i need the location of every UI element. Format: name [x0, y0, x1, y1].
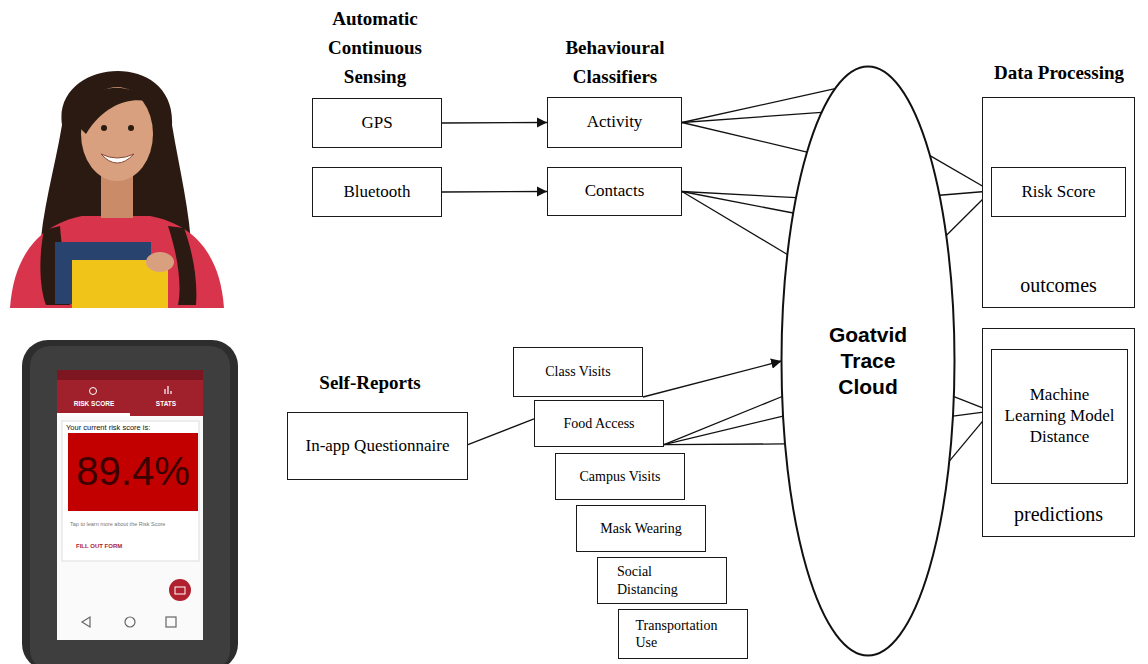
- cloud-ellipse-shape: [782, 67, 955, 656]
- tab-label: RISK SCORE: [58, 399, 130, 408]
- tab-icon: [90, 388, 97, 395]
- classifier-box: Activity: [547, 97, 682, 148]
- column-heading: Data Processing: [970, 58, 1148, 87]
- tab-indicator: [57, 413, 130, 416]
- cloud-ellipse: Goatvid Trace Cloud: [780, 65, 956, 657]
- connector-line: [664, 416, 783, 445]
- column-heading: Automatic Continuous Sensing: [305, 4, 445, 91]
- connector-line: [682, 192, 793, 214]
- shirt: [10, 216, 224, 308]
- connector-line: [664, 443, 785, 445]
- hair-fringe: [80, 88, 154, 134]
- phone-body: [22, 340, 238, 664]
- connector-line: [682, 89, 835, 123]
- process-box: Risk Score: [991, 167, 1126, 217]
- screen-text: Your current risk score is:: [66, 423, 196, 433]
- connector-line: [643, 361, 782, 397]
- nav-back: [82, 617, 90, 627]
- column-heading: Self-Reports: [300, 368, 440, 397]
- fab-icon: [175, 587, 185, 594]
- box-label: Risk Score: [1021, 182, 1095, 203]
- connector-line: [468, 419, 534, 445]
- student-illustration: [10, 71, 224, 308]
- box-label: Mask Wearing: [600, 520, 681, 537]
- app-bar: [57, 380, 203, 416]
- panel-caption: predictions: [983, 502, 1134, 526]
- sensor-box: Bluetooth: [312, 167, 442, 217]
- report-box: Campus Visits: [555, 453, 685, 500]
- panel-caption: outcomes: [983, 273, 1134, 297]
- box-label: Social Distancing: [617, 563, 707, 597]
- outcomes-panel: outcomes Risk Score: [982, 97, 1135, 308]
- score-card: [62, 421, 199, 561]
- nav-recent: [166, 617, 176, 627]
- phone-illustration: [22, 340, 238, 664]
- process-box: Machine Learning Model Distance: [991, 349, 1128, 484]
- screen-hint: Tap to learn more about the Risk Score: [70, 520, 195, 528]
- connector-line: [442, 191, 547, 193]
- tab-icon: [165, 386, 171, 394]
- box-label: Contacts: [585, 181, 645, 202]
- box-label: Machine Learning Model Distance: [998, 385, 1121, 447]
- face: [81, 87, 153, 181]
- connector-line: [682, 112, 822, 122]
- connector-line: [664, 397, 782, 445]
- form-link: FILL OUT FORM: [76, 542, 186, 551]
- phone-bezel: [30, 346, 230, 664]
- connector-line: [682, 192, 787, 255]
- cloud-title: Goatvid Trace Cloud: [813, 322, 923, 401]
- report-box: Social Distancing: [597, 557, 727, 604]
- column-heading: Behavioural Classifiers: [545, 33, 685, 91]
- box-label: Transportation Use: [636, 617, 731, 651]
- box-label: Campus Visits: [580, 468, 661, 485]
- connector-line: [442, 122, 547, 124]
- sensor-box: GPS: [312, 98, 442, 148]
- hand: [146, 252, 174, 272]
- box-label: Food Access: [563, 415, 634, 432]
- questionnaire-box: In-app Questionnaire: [287, 412, 468, 480]
- risk-score-value: 89.4%: [68, 447, 198, 495]
- tab-label: STATS: [130, 399, 202, 408]
- report-box: Mask Wearing: [576, 505, 706, 552]
- report-box: Transportation Use: [618, 609, 748, 659]
- connector-line: [682, 123, 807, 153]
- phone-screen: [57, 370, 203, 640]
- fab-button: [169, 579, 191, 601]
- report-box: Food Access: [534, 400, 664, 447]
- nav-home: [125, 617, 135, 627]
- status-bar: [57, 370, 203, 380]
- predictions-panel: predictions Machine Learning Model Distan…: [982, 328, 1135, 537]
- classifier-box: Contacts: [547, 167, 682, 216]
- eye: [101, 125, 107, 131]
- box-label: Class Visits: [545, 363, 610, 380]
- box-label: In-app Questionnaire: [306, 436, 450, 457]
- report-box: Class Visits: [513, 347, 643, 397]
- score-panel: [68, 433, 198, 511]
- box-label: Bluetooth: [343, 182, 410, 203]
- smile: [101, 154, 134, 163]
- eye: [128, 125, 134, 131]
- box-label: GPS: [361, 113, 392, 134]
- box-label: Activity: [587, 112, 643, 133]
